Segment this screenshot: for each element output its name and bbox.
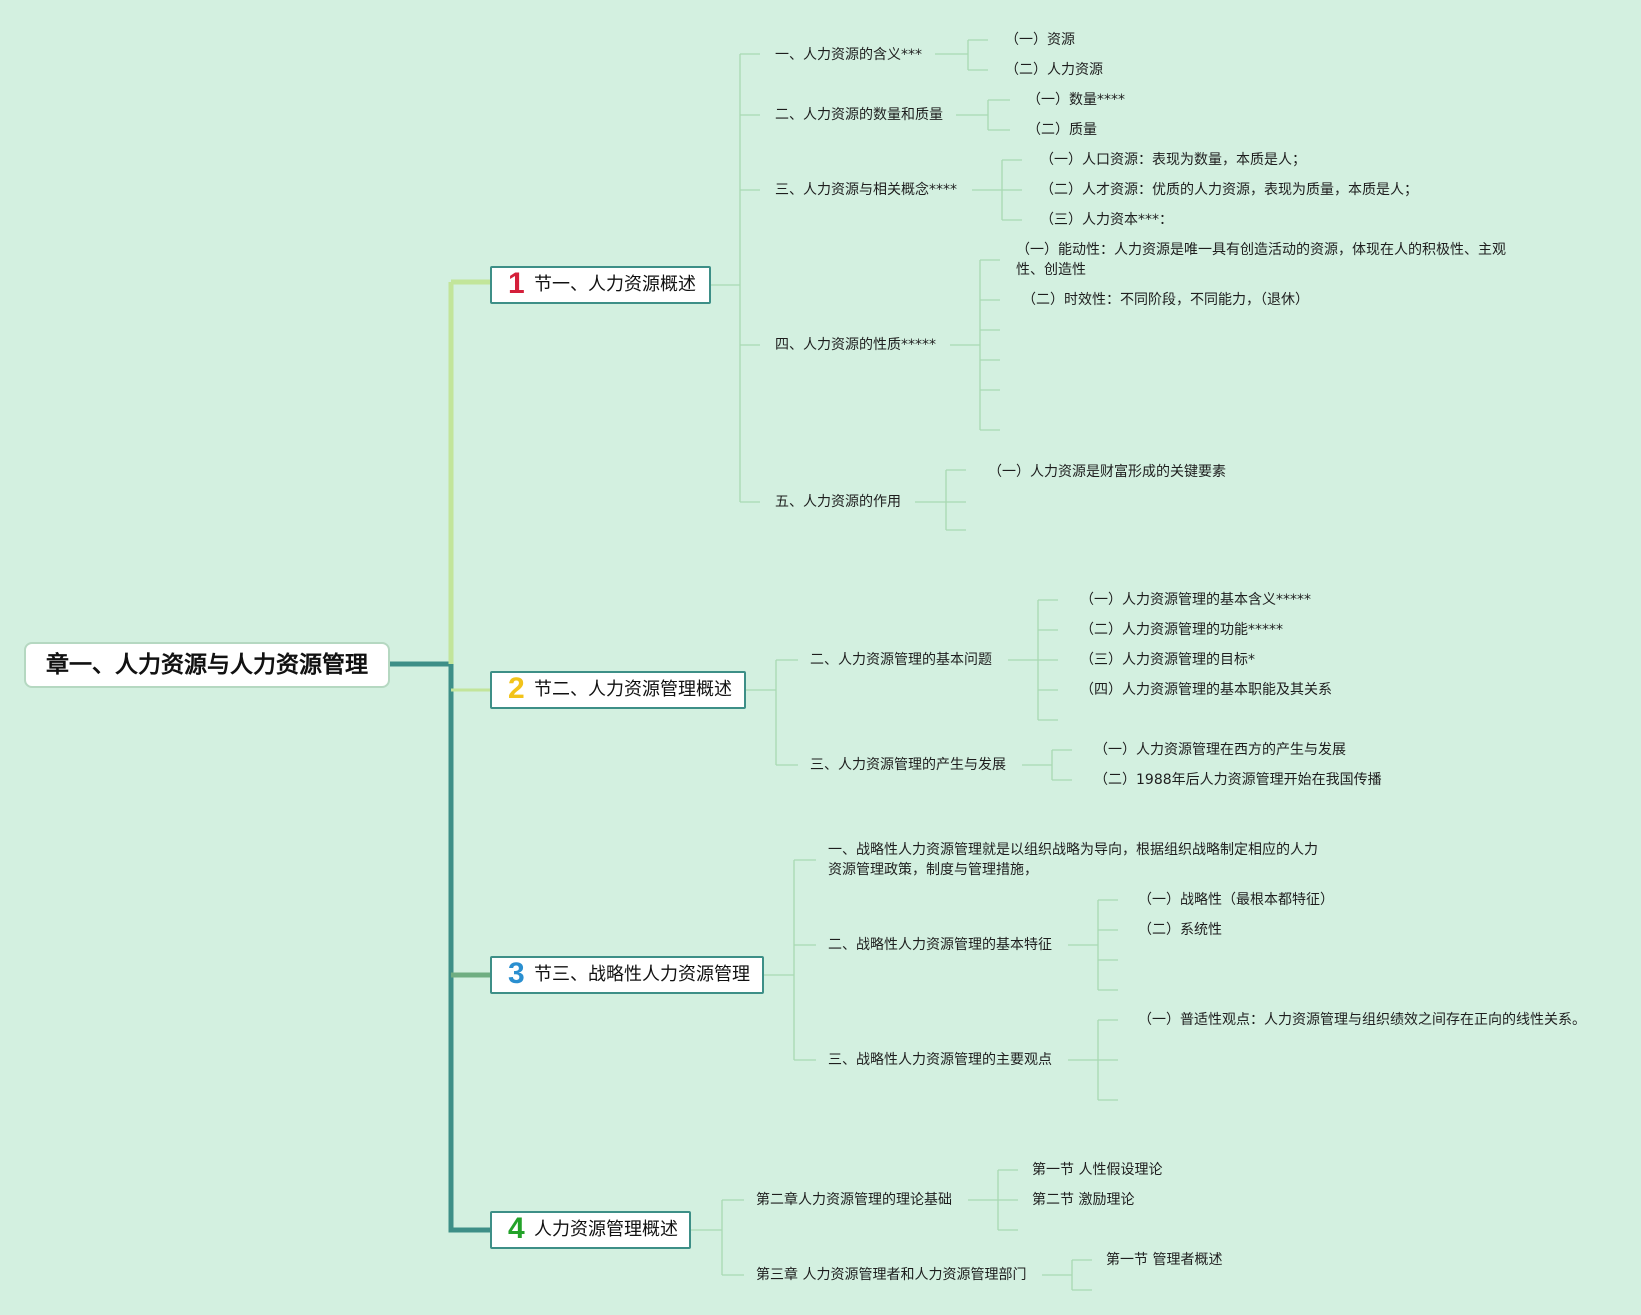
leaf-topic[interactable]: （二）质量: [1027, 122, 1097, 138]
leaf-topic[interactable]: （二）系统性: [1138, 922, 1222, 938]
subtopic[interactable]: 第三章 人力资源管理者和人力资源管理部门: [756, 1267, 1027, 1283]
section-number: 1: [508, 267, 525, 300]
leaf-topic[interactable]: 第一节 管理者概述: [1106, 1252, 1223, 1268]
section-label: 人力资源管理概述: [534, 1219, 678, 1240]
root-topic[interactable]: 章一、人力资源与人力资源管理: [24, 642, 390, 688]
section-label: 节三、战略性人力资源管理: [534, 964, 750, 985]
section-1-topic[interactable]: 1 节一、人力资源概述: [490, 266, 711, 304]
leaf-topic[interactable]: （二）人才资源：优质的人力资源，表现为质量，本质是人；: [1040, 182, 1418, 198]
subtopic[interactable]: 二、人力资源的数量和质量: [775, 107, 943, 123]
section-3-topic[interactable]: 3 节三、战略性人力资源管理: [490, 956, 764, 994]
leaf-topic[interactable]: （二）人力资源管理的功能*****: [1080, 622, 1283, 638]
section-number: 2: [508, 672, 525, 705]
leaf-topic[interactable]: （二）时效性：不同阶段，不同能力，（退休）: [1022, 292, 1309, 308]
subtopic[interactable]: 五、人力资源的作用: [775, 494, 901, 510]
section-2-topic[interactable]: 2 节二、人力资源管理概述: [490, 671, 746, 709]
leaf-topic[interactable]: 第二节 激励理论: [1032, 1192, 1135, 1208]
subtopic[interactable]: 三、战略性人力资源管理的主要观点: [828, 1052, 1052, 1068]
section-label: 节二、人力资源管理概述: [534, 679, 732, 700]
subtopic[interactable]: 一、人力资源的含义***: [775, 47, 922, 63]
subtopic[interactable]: 一、战略性人力资源管理就是以组织战略为导向，根据组织战略制定相应的人力资源管理政…: [828, 842, 1318, 878]
leaf-topic[interactable]: （三）人力资本***：: [1040, 212, 1173, 228]
leaf-topic[interactable]: （一）人力资源管理在西方的产生与发展: [1094, 742, 1346, 758]
section-label: 节一、人力资源概述: [534, 274, 696, 295]
leaf-topic[interactable]: （四）人力资源管理的基本职能及其关系: [1080, 682, 1332, 698]
leaf-topic[interactable]: （一）普适性观点：人力资源管理与组织绩效之间存在正向的线性关系。: [1138, 1012, 1586, 1028]
section-number: 4: [508, 1212, 525, 1245]
subtopic[interactable]: 第二章人力资源管理的理论基础: [756, 1192, 952, 1208]
leaf-topic[interactable]: 第一节 人性假设理论: [1032, 1162, 1163, 1178]
subtopic[interactable]: 二、战略性人力资源管理的基本特征: [828, 937, 1052, 953]
section-4-topic[interactable]: 4 人力资源管理概述: [490, 1211, 691, 1249]
section-number: 3: [508, 957, 525, 990]
subtopic[interactable]: 三、人力资源管理的产生与发展: [810, 757, 1006, 773]
subtopic[interactable]: 三、人力资源与相关概念****: [775, 182, 957, 198]
subtopic[interactable]: 四、人力资源的性质*****: [775, 337, 936, 353]
leaf-topic[interactable]: （一）人口资源：表现为数量，本质是人；: [1040, 152, 1306, 168]
leaf-topic[interactable]: （一）人力资源管理的基本含义*****: [1080, 592, 1311, 608]
leaf-topic[interactable]: （一）战略性（最根本都特征）: [1138, 892, 1334, 908]
leaf-topic[interactable]: （一）能动性：人力资源是唯一具有创造活动的资源，体现在人的积极性、主观性、创造性: [1016, 242, 1506, 278]
leaf-topic[interactable]: （三）人力资源管理的目标*: [1080, 652, 1255, 668]
subtopic[interactable]: 二、人力资源管理的基本问题: [810, 652, 992, 668]
leaf-topic[interactable]: （二）1988年后人力资源管理开始在我国传播: [1094, 772, 1382, 788]
leaf-topic[interactable]: （一）人力资源是财富形成的关键要素: [988, 464, 1226, 480]
leaf-topic[interactable]: （一）资源: [1005, 32, 1075, 48]
leaf-topic[interactable]: （一）数量****: [1027, 92, 1125, 108]
leaf-topic[interactable]: （二）人力资源: [1005, 62, 1103, 78]
